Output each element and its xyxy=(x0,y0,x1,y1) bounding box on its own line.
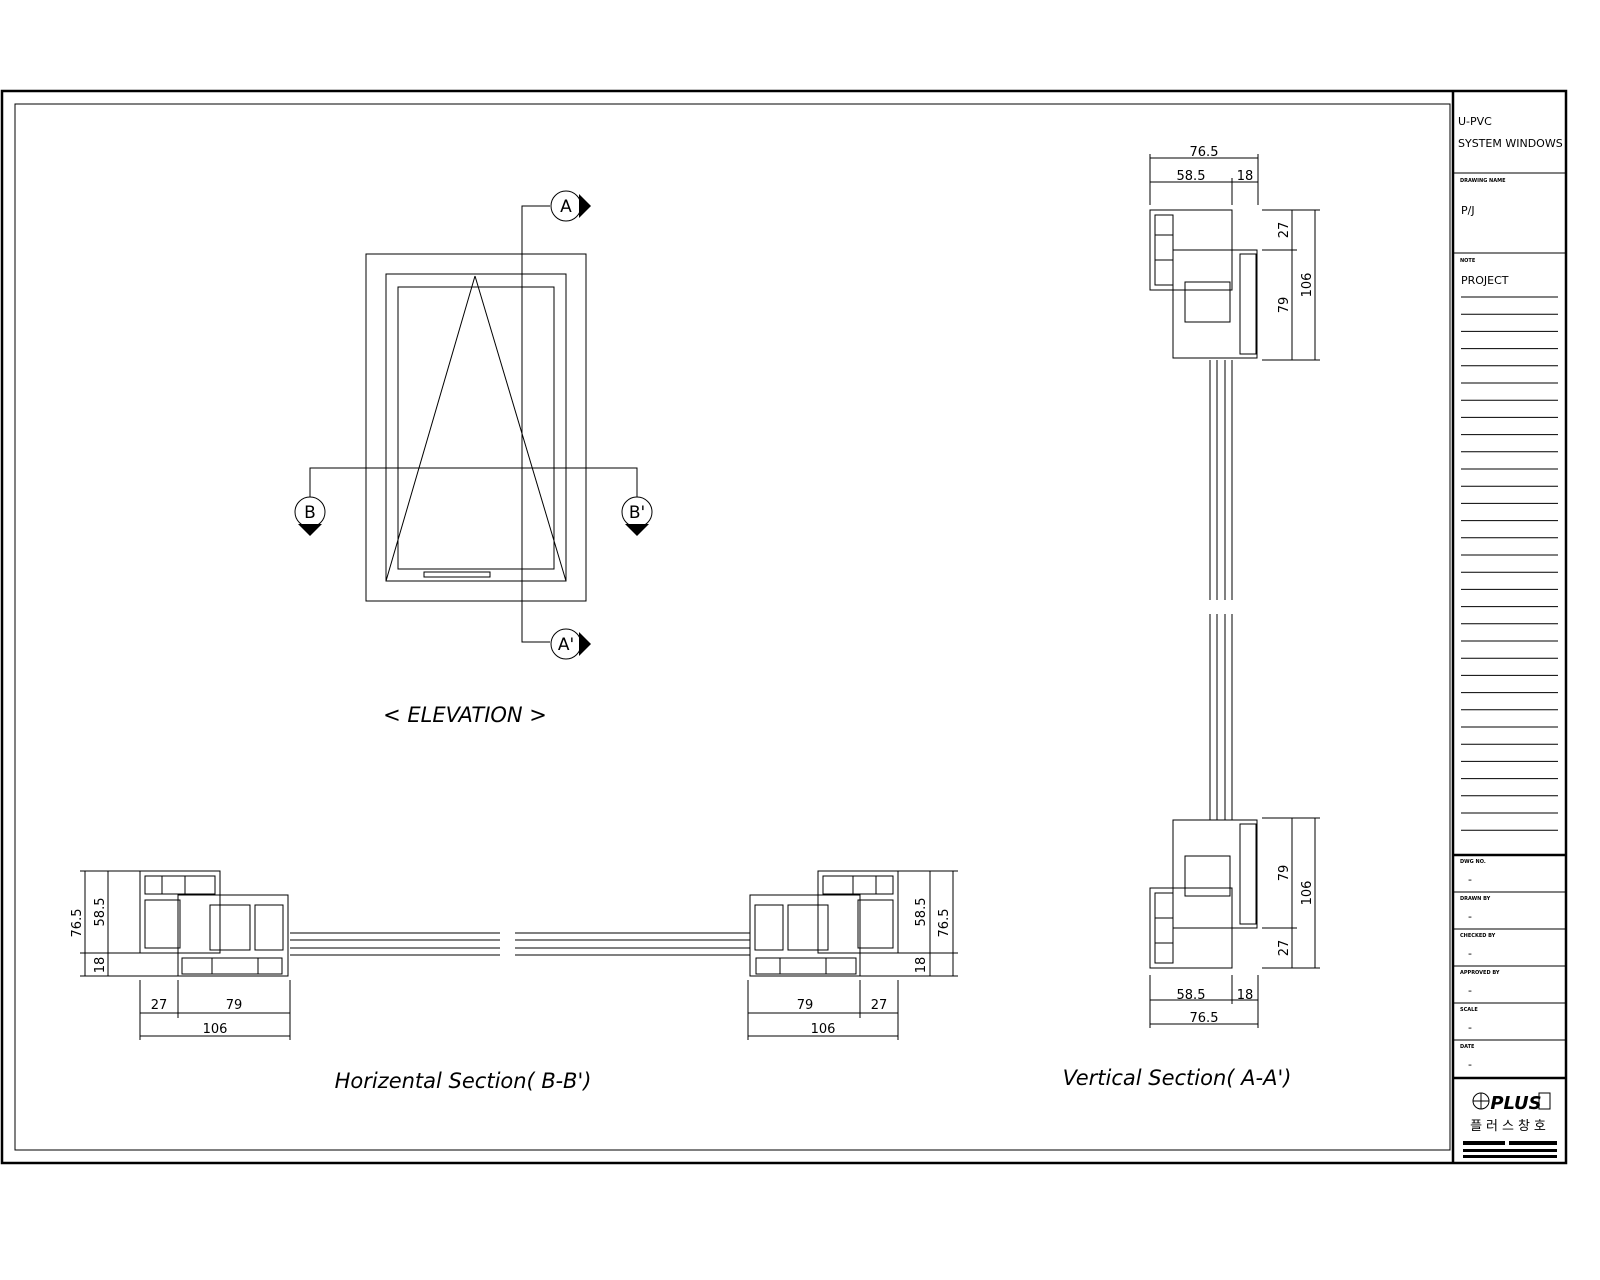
title-line-2: SYSTEM WINDOWS xyxy=(1458,137,1563,150)
drawing-frame xyxy=(14,103,1451,1151)
plus-logo: PLUS 플러스창호 xyxy=(1470,1092,1551,1134)
section-marker-b-right: B' xyxy=(621,496,653,536)
title-field: DWG NO. - xyxy=(1460,859,1486,886)
svg-text:A': A' xyxy=(558,635,574,655)
svg-text:79: 79 xyxy=(1277,865,1292,882)
svg-text:플러스창호: 플러스창호 xyxy=(1470,1119,1550,1134)
svg-text:18: 18 xyxy=(914,957,929,974)
sheet-border xyxy=(0,89,1568,1165)
svg-text:DWG NO.: DWG NO. xyxy=(1460,859,1486,865)
svg-text:-: - xyxy=(1468,910,1472,923)
svg-text:106: 106 xyxy=(1300,273,1315,298)
vertical-section-caption: Vertical Section( A-A') xyxy=(1063,1066,1292,1090)
title-field: SCALE - xyxy=(1453,1002,1566,1034)
svg-text:-: - xyxy=(1468,1058,1472,1071)
svg-text:58.5: 58.5 xyxy=(914,898,929,927)
svg-text:DATE: DATE xyxy=(1460,1044,1475,1050)
title-block: U-PVC SYSTEM WINDOWS DRAWING NAME P/J NO… xyxy=(1453,115,1566,1158)
title-field: APPROVED BY - xyxy=(1453,965,1566,997)
svg-text:27: 27 xyxy=(871,998,888,1013)
svg-text:76.5: 76.5 xyxy=(1190,1011,1219,1026)
horizontal-section: 76.5 58.5 18 27 79 106 76.5 58.5 18 27 7… xyxy=(70,870,958,1093)
svg-text:APPROVED BY: APPROVED BY xyxy=(1460,970,1500,976)
elevation-view: A A' B B' < ELEVATION > xyxy=(294,190,653,727)
title-field: CHECKED BY - xyxy=(1453,928,1566,960)
svg-text:18: 18 xyxy=(1237,169,1254,184)
svg-text:CHECKED BY: CHECKED BY xyxy=(1460,933,1496,939)
svg-text:18: 18 xyxy=(93,957,108,974)
svg-text:SCALE: SCALE xyxy=(1460,1007,1478,1013)
svg-text:106: 106 xyxy=(811,1022,836,1037)
svg-text:B: B xyxy=(304,503,316,523)
svg-text:79: 79 xyxy=(226,998,243,1013)
drawing-name: P/J xyxy=(1461,204,1475,217)
svg-text:27: 27 xyxy=(151,998,168,1013)
svg-text:B': B' xyxy=(629,503,645,523)
svg-text:76.5: 76.5 xyxy=(937,909,952,938)
elevation-caption: < ELEVATION > xyxy=(383,703,547,727)
svg-text:18: 18 xyxy=(1237,988,1254,1003)
section-marker-b-left: B xyxy=(294,496,326,536)
svg-text:PLUS: PLUS xyxy=(1490,1093,1541,1114)
title-line-1: U-PVC xyxy=(1458,115,1492,128)
svg-text:DRAWN BY: DRAWN BY xyxy=(1460,896,1491,902)
svg-text:58.5: 58.5 xyxy=(93,898,108,927)
svg-text:27: 27 xyxy=(1277,940,1292,957)
svg-text:A: A xyxy=(560,197,572,217)
svg-text:-: - xyxy=(1468,947,1472,960)
svg-text:-: - xyxy=(1468,873,1472,886)
svg-text:NOTE: NOTE xyxy=(1460,258,1476,264)
section-marker-a-top: A xyxy=(550,190,591,222)
section-marker-a-bottom: A' xyxy=(550,628,591,660)
svg-text:79: 79 xyxy=(1277,297,1292,314)
svg-text:-: - xyxy=(1468,1021,1472,1034)
title-field: DRAWN BY - xyxy=(1453,891,1566,923)
svg-text:-: - xyxy=(1468,984,1472,997)
svg-text:76.5: 76.5 xyxy=(1190,145,1219,160)
svg-text:DRAWING NAME: DRAWING NAME xyxy=(1460,178,1506,184)
title-field: DATE - xyxy=(1453,1039,1566,1071)
svg-text:58.5: 58.5 xyxy=(1177,169,1206,184)
svg-text:27: 27 xyxy=(1277,222,1292,239)
svg-text:76.5: 76.5 xyxy=(70,909,85,938)
vertical-section: 76.5 58.5 18 27 79 106 58.5 18 76.5 79 2… xyxy=(1063,145,1320,1090)
horizontal-section-caption: Horizental Section( B-B') xyxy=(335,1069,592,1093)
handle xyxy=(423,571,491,578)
svg-text:106: 106 xyxy=(1300,881,1315,906)
svg-text:58.5: 58.5 xyxy=(1177,988,1206,1003)
svg-text:106: 106 xyxy=(203,1022,228,1037)
note-value: PROJECT xyxy=(1461,274,1509,287)
svg-text:79: 79 xyxy=(797,998,814,1013)
